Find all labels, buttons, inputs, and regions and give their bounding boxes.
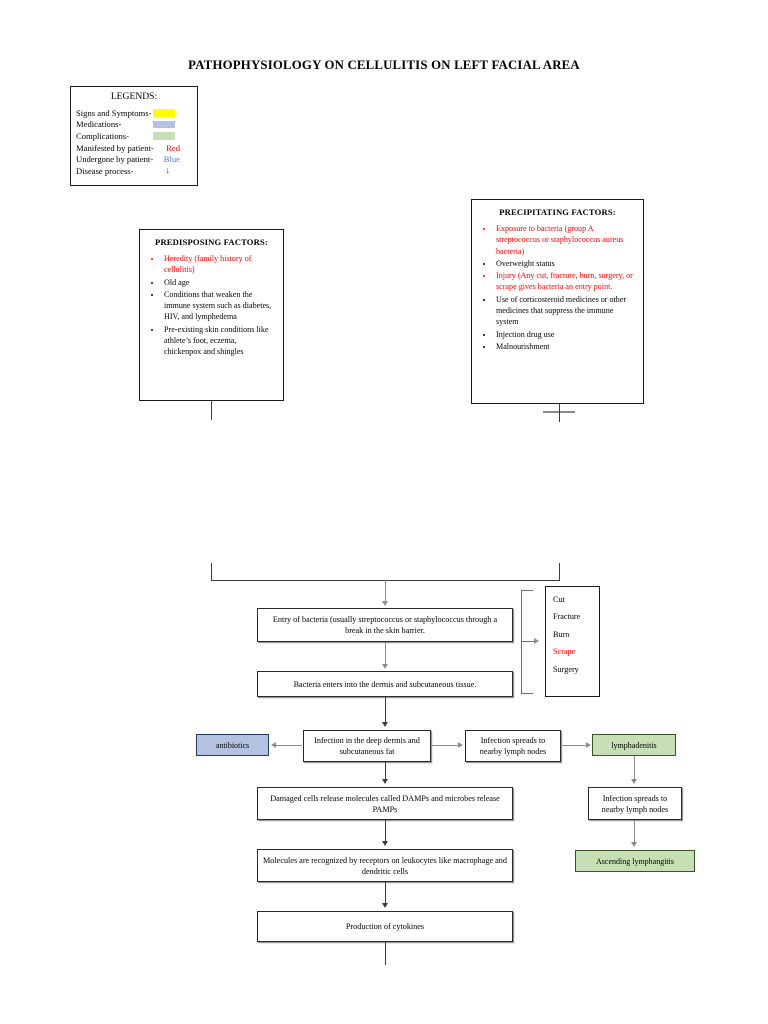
page-title: PATHOPHYSIOLOGY ON CELLULITIS ON LEFT FA… <box>188 58 580 72</box>
legend-label: Manifested by patient- <box>76 142 154 153</box>
precipitating-factors-list: Exposure to bacteria (group A streptococ… <box>472 223 643 352</box>
arrow-to-lymphadenitis <box>586 742 591 748</box>
legend-label: Signs and Symptoms- <box>76 107 152 118</box>
arrow-to-entry-box <box>382 601 388 606</box>
precipitating-factor-item: Injection drug use <box>494 329 635 340</box>
legend-label: Disease process- <box>76 165 134 176</box>
injury-type-item: Scrape <box>553 647 576 657</box>
arrow-to-ascending-box <box>631 842 637 847</box>
injury-type-item: Fracture <box>553 612 581 622</box>
legend-swatch-icon <box>153 132 175 140</box>
connector-spreads2-to-ascending <box>634 820 636 844</box>
legend-swatch-icon <box>153 120 175 129</box>
injury-bracket-pointer <box>521 641 535 643</box>
bacteria-enters-dermis-box: Bacteria enters into the dermis and subc… <box>257 671 513 697</box>
injury-type-item: Burn <box>553 629 570 639</box>
connector-dermis-to-infection <box>385 697 387 723</box>
connector-predisposing-drop-lower <box>211 563 213 581</box>
predisposing-factor-item: Heredity (family history of cellulitis) <box>162 253 275 276</box>
lymphadenitis-box: lymphadenitis <box>592 734 676 756</box>
infection-spreads-nodes-box-2: Infection spreads to nearby lymph nodes <box>588 787 682 820</box>
legends-heading: LEGENDS: <box>110 91 158 102</box>
damps-pamps-box: Damaged cells release molecules called D… <box>257 787 513 820</box>
precipitating-factor-item: Injury (Any cut, fracture, burn, surgery… <box>494 270 635 293</box>
precipitating-factors-heading: PRECIPITATING FACTORS: <box>499 207 616 217</box>
antibiotics-box: antibiotics <box>196 734 269 756</box>
legend-value: Blue <box>163 154 180 165</box>
production-of-cytokines-box: Production of cytokines <box>257 911 513 942</box>
precipitating-factor-item: Use of corticosteroid medicines or other… <box>494 294 635 328</box>
legend-row-0: Signs and Symptoms- <box>71 107 197 119</box>
precipitating-factor-item: Malnourishment <box>494 341 635 352</box>
predisposing-factors-list: Heredity (family history of cellulitis)O… <box>140 253 283 358</box>
connector-infection-to-antibiotics <box>276 745 302 747</box>
predisposing-factor-item: Pre-existing skin conditions like athlet… <box>162 324 275 358</box>
legends-box: LEGENDS: Signs and Symptoms-Medications-… <box>70 86 198 186</box>
legend-label: Undergone by patient- <box>76 154 154 165</box>
legend-row-5: Disease process- ↓ <box>71 165 197 177</box>
precipitating-factor-item: Overweight status <box>494 258 635 269</box>
connector-lymphadenitis-to-spreads2 <box>634 756 636 781</box>
legend-value: Red <box>166 142 180 153</box>
legend-row-1: Medications- <box>71 119 197 131</box>
legend-label: Medications- <box>76 119 122 130</box>
predisposing-factor-item: Conditions that weaken the immune system… <box>162 289 275 323</box>
connector-trunk-center-drop <box>385 580 387 602</box>
ascending-lymphangitis-box: Ascending lymphangitis <box>575 850 695 872</box>
arrow-to-damps-box <box>382 779 388 784</box>
legends-list: Signs and Symptoms-Medications-Complicat… <box>71 107 197 177</box>
predisposing-factors-box: PREDISPOSING FACTORS: Heredity (family h… <box>139 229 284 401</box>
connector-precipitating-drop <box>559 404 561 422</box>
connector-leukocytes-to-cytokines <box>385 882 387 904</box>
predisposing-factor-item: Old age <box>162 277 275 288</box>
injury-bracket-bottom <box>521 693 533 695</box>
legend-swatch-icon <box>153 109 175 117</box>
connector-precipitating-drop-lower <box>559 563 561 581</box>
connector-damps-to-leukocytes <box>385 820 387 842</box>
arrow-down-icon: ↓ <box>165 165 171 176</box>
arrow-to-antibiotics <box>271 742 276 748</box>
legend-label: Complications- <box>76 130 129 141</box>
precipitating-factor-item: Exposure to bacteria (group A streptococ… <box>494 223 635 257</box>
connector-predisposing-drop <box>211 401 213 420</box>
arrow-to-spreads-box-2 <box>631 779 637 784</box>
injury-type-item: Cut <box>553 595 565 604</box>
arrow-to-spreads-box-1 <box>458 742 463 748</box>
entry-of-bacteria-box: Entry of bacteria (usually streptococcus… <box>257 608 513 642</box>
precipitating-factors-box: PRECIPITATING FACTORS: Exposure to bacte… <box>471 199 644 404</box>
leukocytes-receptors-box: Molecules are recognized by receptors on… <box>257 849 513 882</box>
injury-bracket-top <box>521 590 533 592</box>
arrow-to-dermis-box <box>382 664 388 669</box>
predisposing-factors-heading: PREDISPOSING FACTORS: <box>155 237 268 247</box>
connector-entry-to-dermis <box>385 642 387 666</box>
legend-row-2: Complications- <box>71 130 197 142</box>
injury-type-item: Surgery <box>553 664 579 674</box>
connector-spreads-to-lymphadenitis <box>562 745 587 747</box>
legend-row-3: Manifested by patient- Red <box>71 142 197 154</box>
arrow-to-injury-list <box>534 638 539 644</box>
infection-spreads-nodes-box-1: Infection spreads to nearby lymph nodes <box>465 730 561 762</box>
arrow-to-cytokines-box <box>382 903 388 908</box>
arrow-to-leukocytes-box <box>382 841 388 846</box>
arrow-to-infection-box <box>382 722 388 727</box>
legend-row-4: Undergone by patient- Blue <box>71 153 197 165</box>
connector-infection-to-spreads <box>432 745 459 747</box>
infection-deep-dermis-box: Infection in the deep dermis and subcuta… <box>303 730 431 762</box>
connector-cytokines-continuation <box>385 942 387 965</box>
connector-infection-to-damps <box>385 762 387 781</box>
